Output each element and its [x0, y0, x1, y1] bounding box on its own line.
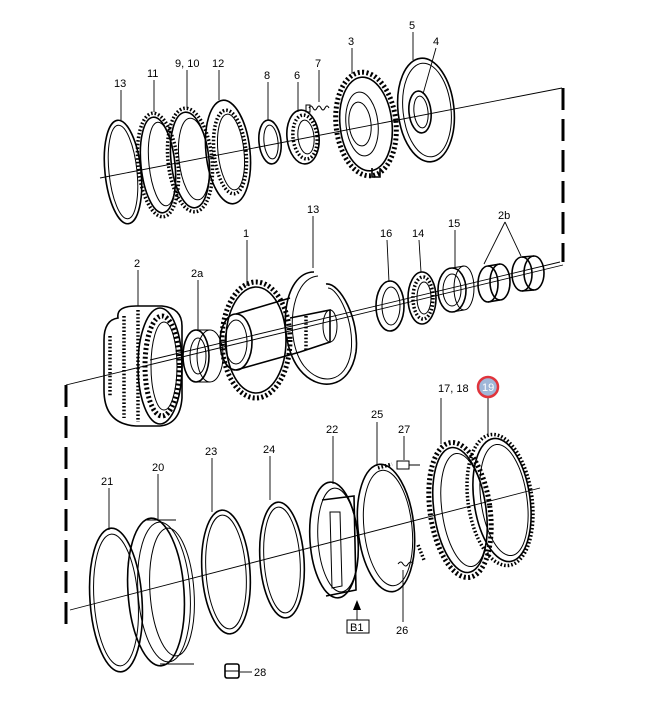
callout-13b[interactable]: 13	[307, 204, 319, 216]
callout-26[interactable]: 26	[396, 625, 408, 637]
part-7-spring[interactable]	[305, 104, 330, 113]
part-5-disc[interactable]	[393, 55, 460, 164]
callout-21[interactable]: 21	[101, 476, 113, 488]
callout-17-18[interactable]: 17, 18	[438, 383, 469, 395]
callout-2[interactable]: 2	[134, 258, 140, 270]
part-1-sun-gear-shaft[interactable]	[219, 279, 338, 401]
highlight-circle[interactable]	[476, 375, 500, 399]
callout-24[interactable]: 24	[263, 444, 275, 456]
callout-1[interactable]: 1	[243, 228, 249, 240]
callout-2a[interactable]: 2a	[191, 268, 204, 280]
callout-23[interactable]: 23	[205, 446, 217, 458]
part-2a-bearing[interactable]	[182, 329, 224, 383]
callout-6[interactable]: 6	[294, 70, 300, 82]
callout-19[interactable]: 19	[482, 382, 494, 394]
part-16-ring[interactable]	[375, 280, 405, 332]
part-24-seal-ring[interactable]	[256, 501, 308, 620]
leader-lines	[108, 32, 522, 673]
part-23-seal-ring[interactable]	[198, 508, 255, 635]
callout-20[interactable]: 20	[152, 462, 164, 474]
part-22-cylinder[interactable]	[306, 480, 362, 599]
callout-3[interactable]: 3	[348, 36, 354, 48]
assembly-boundary	[64, 88, 565, 625]
part-12-clutch-plate[interactable]	[201, 98, 256, 206]
callout-8[interactable]: 8	[264, 70, 270, 82]
callout-16[interactable]: 16	[380, 228, 392, 240]
part-14-bearing[interactable]	[407, 271, 437, 325]
part-19-steel-disc[interactable]	[459, 430, 541, 570]
part-3-clutch-hub[interactable]	[331, 69, 402, 179]
part-13-circlip[interactable]	[284, 271, 358, 385]
callout-13a[interactable]: 13	[114, 78, 126, 90]
row-3-parts	[69, 430, 541, 679]
callout-4[interactable]: 4	[433, 36, 439, 48]
part-2b-bushing-pair[interactable]	[477, 255, 545, 303]
callout-5[interactable]: 5	[409, 20, 415, 32]
callout-22[interactable]: 22	[326, 424, 338, 436]
reference-box-b1[interactable]: B1	[346, 619, 370, 634]
row-2-parts	[103, 255, 561, 427]
part-28-plug[interactable]	[224, 663, 240, 679]
reference-box-label: B1	[350, 622, 363, 634]
part-2-ring-gear[interactable]	[103, 305, 183, 427]
callout-25[interactable]: 25	[371, 409, 383, 421]
part-20-piston[interactable]	[123, 516, 199, 668]
callout-2b[interactable]: 2b	[498, 210, 510, 222]
part-25-housing[interactable]	[351, 461, 426, 594]
part-8-ring[interactable]	[257, 119, 283, 165]
callout-7[interactable]: 7	[315, 58, 321, 70]
part-15-bushing[interactable]	[437, 265, 475, 313]
row-1-parts	[99, 55, 563, 225]
part-17-18-friction-disc[interactable]	[421, 438, 499, 581]
part-6-bearing[interactable]	[284, 108, 321, 165]
part-21-snap-ring[interactable]	[85, 526, 147, 673]
callout-labels: 13 11 9, 10 12 8 6 7 3 5 4 13 1 2 2a 16 …	[101, 20, 510, 679]
part-13-snap-ring[interactable]	[100, 118, 147, 225]
part-27-screw[interactable]	[396, 460, 420, 470]
callout-27[interactable]: 27	[398, 424, 410, 436]
callout-15[interactable]: 15	[448, 218, 460, 230]
callout-11[interactable]: 11	[147, 68, 158, 80]
callout-28[interactable]: 28	[254, 667, 266, 679]
part-11-clutch-disc[interactable]	[133, 111, 184, 219]
part-26-spring[interactable]	[397, 561, 414, 567]
part-4-washer[interactable]	[407, 90, 433, 134]
callout-14[interactable]: 14	[412, 228, 424, 240]
callout-9-10[interactable]: 9, 10	[175, 58, 199, 70]
part-9-10-clutch-plates[interactable]	[163, 106, 218, 214]
callout-12[interactable]: 12	[212, 58, 224, 70]
